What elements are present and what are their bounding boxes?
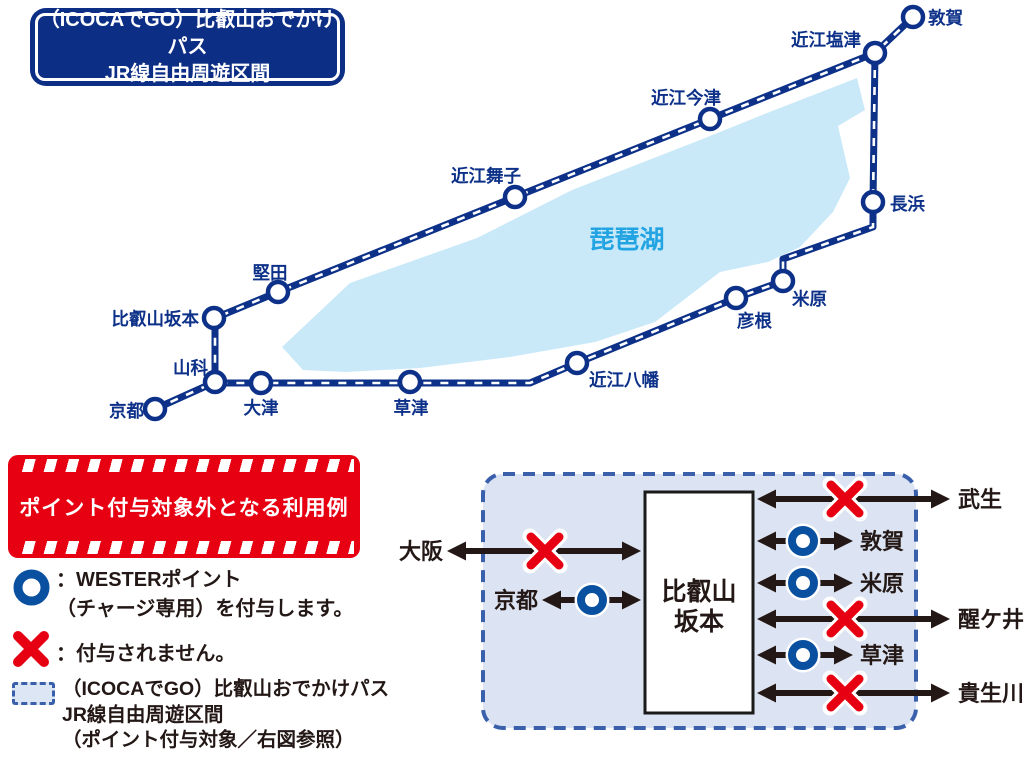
arrowhead-left-icon [757, 645, 776, 665]
arrowhead-right-icon [931, 683, 950, 703]
arrowhead-left-icon [447, 541, 466, 561]
arrowhead-right-icon [931, 609, 950, 629]
station-label: 京都 [109, 401, 144, 421]
diagram-station-label: 大阪 [399, 539, 443, 564]
station-marker [564, 350, 590, 376]
station-label: 近江塩津 [791, 30, 861, 50]
lake-biwa-shape [282, 78, 865, 372]
station-marker [900, 4, 926, 30]
wester-item-line2: （チャージ専用）を付与します。 [56, 598, 354, 620]
arrowhead-left-icon [757, 489, 776, 509]
no-point-x-icon [826, 480, 864, 518]
route-map-svg: 敦賀近江塩津近江今津近江舞子長浜堅田比叡山坂本米原彦根山科京都大津草津近江八幡 … [109, 4, 963, 422]
arrowhead-left-icon [757, 573, 776, 593]
station-marker [201, 305, 227, 331]
area-item-line2: JR線自由周遊区間 [62, 703, 224, 726]
free-area-swatch-icon [12, 682, 55, 705]
hazard-stripe-bottom-icon [14, 541, 354, 554]
no-point-banner: ポイント付与対象外となる利用例 [8, 455, 360, 558]
station-marker [397, 369, 423, 395]
diagram-station-label: 醒ケ井 [958, 607, 1024, 632]
arrowhead-right-icon [931, 489, 950, 509]
diagram-station-label: 武生 [958, 487, 1002, 512]
arrowhead-right-icon [834, 573, 853, 593]
no-point-banner-text: ポイント付与対象外となる利用例 [19, 496, 349, 520]
diagram-station-label: 貴生川 [958, 681, 1024, 706]
station-label: 山科 [173, 358, 208, 378]
area-item-line3: （ポイント付与対象／右図参照） [62, 729, 355, 751]
title-box: （ICOCAでGO）比叡山おでかけパス JR線自由周遊区間 [30, 8, 345, 86]
diagram-station-label: 草津 [860, 643, 904, 668]
diagram-station-label: 京都 [494, 588, 538, 613]
area-item-text: （ICOCAでGO）比叡山おでかけパス JR線自由周遊区間 （ポイント付与対象／… [62, 677, 389, 754]
hieizan-sakamoto-box [643, 490, 755, 715]
station-label: 比叡山坂本 [112, 309, 200, 329]
station-label: 近江舞子 [451, 166, 521, 186]
station-marker [502, 184, 528, 210]
rail-line-dash [154, 16, 914, 411]
wester-point-circle-icon [577, 585, 607, 615]
station-marker [265, 279, 291, 305]
arrowhead-right-icon [834, 645, 853, 665]
station-label: 長浜 [890, 194, 925, 214]
station-label: 堅田 [253, 263, 288, 283]
title-line2: JR線自由周遊区間 [104, 62, 271, 85]
arrowhead-left-icon [542, 590, 561, 610]
station-marker [248, 370, 274, 396]
arrowhead-left-icon [757, 531, 776, 551]
station-marker [697, 106, 723, 132]
arrowhead-right-icon [622, 590, 641, 610]
station-label: 近江八幡 [589, 370, 659, 390]
wester-point-circle-icon [788, 640, 818, 670]
wester-point-circle-icon [13, 569, 50, 606]
lake-label: 琵琶湖 [589, 226, 664, 254]
title-line1: （ICOCAでGO）比叡山おでかけパス [39, 8, 336, 58]
hazard-stripe-top-icon [14, 459, 354, 472]
wester-point-circle-icon [788, 526, 818, 556]
wester-point-circle-icon [788, 568, 818, 598]
arrowhead-left-icon [757, 683, 776, 703]
station-marker [770, 268, 796, 294]
center-station-line1: 比叡山 [661, 578, 736, 606]
station-marker [202, 369, 228, 395]
station-marker [142, 396, 168, 422]
arrowhead-right-icon [834, 531, 853, 551]
no-point-x-icon [826, 600, 864, 638]
station-label: 大津 [244, 398, 279, 418]
station-label: 彦根 [737, 311, 772, 331]
x-item-text: ：付与されません。 [56, 643, 236, 665]
station-label: 敦賀 [928, 8, 963, 28]
station-marker [862, 40, 888, 66]
station-label: 米原 [792, 289, 827, 309]
no-point-x-icon [526, 532, 564, 570]
no-point-x-icon [826, 674, 864, 712]
area-item-line1: （ICOCAでGO）比叡山おでかけパス [62, 678, 390, 700]
diagram-station-label: 米原 [860, 571, 904, 596]
center-station-line2: 坂本 [674, 608, 724, 636]
station-label: 草津 [394, 398, 429, 418]
wester-item-text: ：WESTERポイント （チャージ専用）を付与します。 [56, 566, 353, 624]
station-marker [860, 189, 886, 215]
no-point-x-icon [13, 631, 49, 667]
diagram-station-label: 敦賀 [860, 529, 904, 554]
station-label: 近江今津 [651, 88, 721, 108]
arrowhead-right-icon [622, 541, 641, 561]
station-marker [723, 285, 749, 311]
arrowhead-left-icon [757, 609, 776, 629]
wester-item-line1: ：WESTERポイント [56, 569, 242, 591]
